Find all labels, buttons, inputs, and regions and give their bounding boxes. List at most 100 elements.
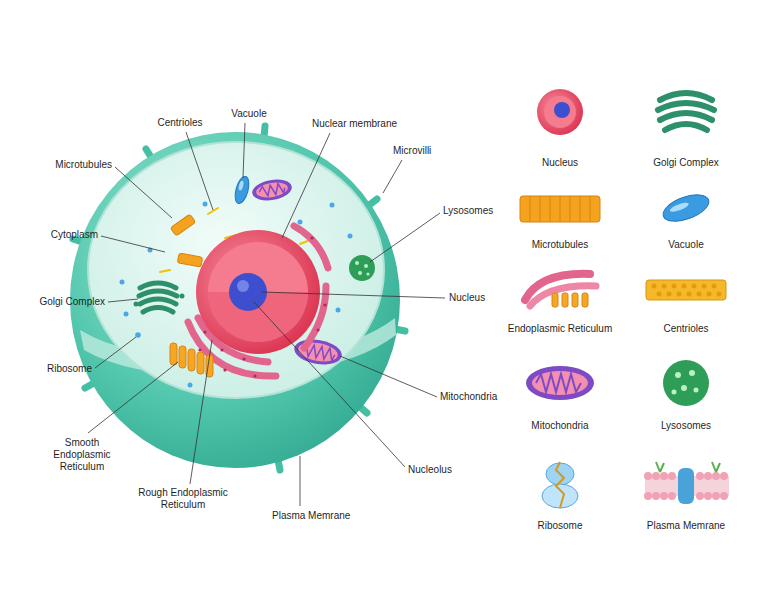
er-icon [525, 274, 596, 307]
leader-lines [282, 133, 330, 238]
mitochondrion-icon [536, 374, 581, 392]
mitochondrion [255, 180, 289, 199]
er-icon [562, 293, 568, 307]
part-label: Vacuole [231, 108, 266, 120]
ribosome-dots [188, 383, 193, 388]
legend-caption: Mitochondria [531, 420, 588, 432]
mitochondrion-icon [526, 366, 594, 400]
leader-lines [115, 167, 172, 218]
nucleus [196, 230, 320, 354]
lysosome-icon [663, 360, 709, 406]
mitochondrion [251, 177, 294, 204]
leader-lines [370, 213, 440, 262]
centrioles-icon [657, 292, 662, 297]
part-label: Golgi Complex [39, 296, 105, 308]
lysosome [366, 272, 369, 275]
rough-er [188, 226, 328, 378]
nucleus [196, 230, 320, 354]
rough-er [253, 374, 256, 377]
lysosome-icon [689, 370, 695, 376]
membrane-icon [668, 472, 676, 480]
part-label: Smooth Endoplasmic Reticulum [42, 437, 122, 473]
part-label: Plasma Memrane [272, 510, 350, 522]
vacuole [238, 180, 244, 191]
mitochondrion-icon [526, 366, 594, 400]
lysosome-icon [675, 372, 681, 378]
nucleus-icon [537, 89, 583, 135]
membrane-icon [644, 462, 729, 504]
smooth-er [170, 343, 213, 377]
part-label: Nucleolus [408, 464, 452, 476]
er-icon [582, 293, 588, 307]
microtubule [177, 253, 202, 267]
ribosome-icon [542, 462, 578, 508]
legend-caption: Vacuole [668, 239, 703, 251]
rough-er [242, 357, 245, 360]
centrioles-icon [672, 284, 677, 289]
ribosome-dots [298, 220, 303, 225]
membrane-icon [652, 472, 660, 480]
microtubule [170, 214, 202, 267]
ribosome-icon [556, 462, 564, 508]
legend-caption: Lysosomes [661, 420, 711, 432]
membrane-icon [720, 492, 728, 500]
rough-er [323, 303, 326, 306]
ribosome-dots [135, 332, 141, 338]
nucleus-icon [537, 89, 583, 135]
part-label: Cytoplasm [51, 229, 98, 241]
part-label: Ribosome [47, 363, 92, 375]
microvilli [146, 149, 151, 157]
part-label: Rough Endoplasmic Reticulum [133, 487, 233, 511]
mitochondrion-icon [532, 371, 588, 395]
centrioles-icon [652, 284, 722, 297]
golgi-complex [134, 283, 185, 312]
microtubule [170, 214, 195, 236]
smooth-er [179, 346, 186, 368]
microtubules-icon [540, 196, 541, 222]
centrioles-icon [707, 292, 712, 297]
smooth-er [197, 352, 204, 374]
membrane-icon [644, 492, 652, 500]
lysosome-icon [694, 388, 699, 393]
er-icon [572, 293, 578, 307]
centrioles-icon [646, 280, 726, 300]
leader-lines [88, 123, 445, 506]
leader-lines [190, 340, 212, 484]
er-icon [530, 286, 596, 306]
microtubules-icon [520, 196, 600, 222]
golgi-icon [660, 113, 712, 120]
vacuole [233, 175, 252, 205]
microtubules-icon [550, 196, 551, 222]
lysosome [358, 271, 362, 275]
nucleus [208, 242, 308, 342]
lysosome [349, 255, 375, 281]
part-label: Lysosomes [443, 205, 493, 217]
microtubules-icon [520, 196, 600, 222]
membrane-icon [660, 492, 668, 500]
ribosome-dots [124, 312, 129, 317]
ribosome-dots [120, 280, 125, 285]
centriole [160, 270, 170, 272]
lysosome [349, 255, 375, 281]
legend-caption: Plasma Memrane [647, 520, 725, 532]
membrane-icon [644, 472, 652, 480]
centrioles-icon [652, 284, 657, 289]
legend-caption: Microtubules [532, 239, 589, 251]
legend-caption: Ribosome [537, 520, 582, 532]
ribosome-dots [203, 202, 208, 207]
rough-er [220, 348, 223, 351]
smooth-er [170, 343, 177, 365]
vacuole-icon [660, 189, 713, 226]
part-label: Nuclear membrane [312, 118, 397, 130]
golgi-complex [140, 299, 176, 304]
membrane-icon [720, 472, 728, 480]
legend-caption: Nucleus [542, 157, 578, 169]
ribosome-dots [120, 202, 353, 388]
leader-lines [88, 362, 178, 433]
membrane-icon [712, 492, 720, 500]
mitochondrion [297, 340, 340, 365]
leader-lines [108, 299, 138, 302]
nucleus-icon [554, 102, 570, 118]
centrioles-icon [692, 284, 697, 289]
